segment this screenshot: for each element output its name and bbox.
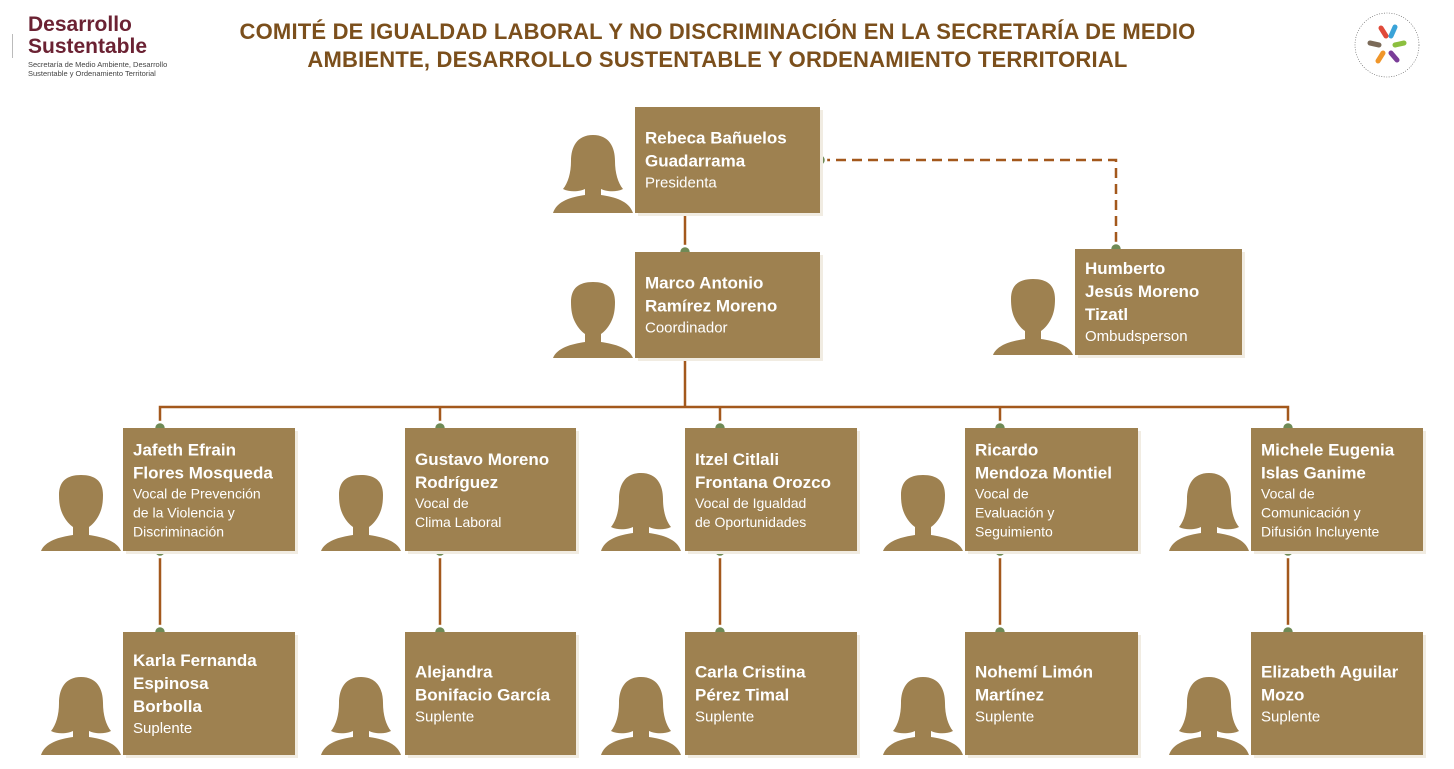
member-role: Suplente bbox=[1261, 708, 1321, 725]
member-name: Elizabeth Aguilar Mozo bbox=[1261, 662, 1399, 704]
member-role: Vocal de Comunicación y Difusión Incluye… bbox=[1261, 485, 1380, 539]
member-role: Coordinador bbox=[645, 319, 728, 337]
person-avatar-icon bbox=[1169, 677, 1249, 755]
member-card-suplentes-4: Elizabeth Aguilar Mozo Suplente bbox=[1251, 632, 1423, 755]
norma-igualdad-seal-icon bbox=[1354, 12, 1420, 78]
person-avatar-icon bbox=[321, 475, 401, 551]
member-role: Suplente bbox=[415, 708, 475, 725]
person-avatar-icon bbox=[41, 677, 121, 755]
member-name: Nohemí Limón Martínez bbox=[975, 662, 1094, 704]
member-name: Rebeca Bañuelos Guadarrama bbox=[645, 128, 787, 171]
member-card-presidenta: Rebeca Bañuelos Guadarrama Presidenta bbox=[635, 107, 820, 213]
member-name: Michele Eugenia Islas Ganime bbox=[1261, 440, 1395, 482]
member-card-suplentes-2: Carla Cristina Pérez Timal Suplente bbox=[685, 632, 857, 755]
logo-subtitle: Secretaría de Medio Ambiente, Desarrollo… bbox=[28, 60, 168, 78]
person-avatar-icon bbox=[1169, 473, 1249, 551]
member-card-suplentes-1: Alejandra Bonifacio García Suplente bbox=[405, 632, 576, 755]
member-name: Jafeth Efrain Flores Mosqueda bbox=[133, 440, 273, 482]
person-avatar-icon bbox=[601, 473, 681, 551]
member-role: Suplente bbox=[695, 708, 755, 725]
person-avatar-icon bbox=[41, 475, 121, 551]
member-name: Marco Antonio Ramírez Moreno bbox=[645, 273, 778, 316]
member-card-coordinador: Marco Antonio Ramírez Moreno Coordinador bbox=[635, 252, 820, 358]
logo-title: Desarrollo Sustentable bbox=[28, 13, 148, 58]
logo-divider bbox=[12, 34, 13, 58]
member-card-vocales-4: Michele Eugenia Islas Ganime Vocal de Co… bbox=[1251, 428, 1423, 551]
connector-vocales-suplentes bbox=[158, 551, 1290, 632]
connector-presidenta-ombudsperson bbox=[820, 158, 1118, 249]
member-name: Gustavo Moreno Rodríguez bbox=[415, 449, 550, 492]
member-card-vocales-0: Jafeth Efrain Flores Mosqueda Vocal de P… bbox=[123, 428, 295, 551]
person-avatar-icon bbox=[883, 677, 963, 755]
member-name: Alejandra Bonifacio García bbox=[415, 662, 551, 704]
person-avatar-icon bbox=[883, 475, 963, 551]
member-card-vocales-1: Gustavo Moreno Rodríguez Vocal de Clima … bbox=[405, 428, 576, 551]
person-avatar-icon bbox=[321, 677, 401, 755]
member-card-vocales-2: Itzel Citlali Frontana Orozco Vocal de I… bbox=[685, 428, 857, 551]
member-role: Vocal de Prevención de la Violencia y Di… bbox=[133, 485, 261, 539]
member-name: Carla Cristina Pérez Timal bbox=[695, 662, 806, 704]
sedesu-logo: Desarrollo Sustentable Secretaría de Med… bbox=[28, 13, 188, 79]
person-avatar-icon bbox=[553, 282, 633, 358]
member-role: Vocal de Evaluación y Seguimiento bbox=[975, 485, 1055, 539]
member-role: Vocal de Igualdad de Oportunidades bbox=[695, 494, 807, 530]
member-role: Suplente bbox=[133, 719, 193, 737]
member-role: Presidenta bbox=[645, 174, 717, 192]
member-name: Itzel Citlali Frontana Orozco bbox=[695, 449, 832, 492]
person-avatar-icon bbox=[993, 279, 1073, 355]
member-name: Humberto Jesús Moreno Tizatl bbox=[1085, 259, 1200, 324]
member-card-ombudsperson: Humberto Jesús Moreno Tizatl Ombudsperso… bbox=[1075, 249, 1242, 355]
page-title: COMITÉ DE IGUALDAD LABORAL Y NO DISCRIMI… bbox=[239, 19, 1196, 72]
person-avatar-icon bbox=[553, 135, 633, 213]
connector-coordinador-vocales bbox=[158, 358, 1290, 428]
member-card-vocales-3: Ricardo Mendoza Montiel Vocal de Evaluac… bbox=[965, 428, 1138, 551]
member-card-suplentes-0: Karla Fernanda Espinosa Borbolla Suplent… bbox=[123, 632, 295, 755]
member-role: Suplente bbox=[975, 708, 1035, 725]
member-name: Ricardo Mendoza Montiel bbox=[975, 440, 1112, 482]
member-role: Vocal de Clima Laboral bbox=[415, 494, 502, 530]
person-avatar-icon bbox=[601, 677, 681, 755]
member-name: Karla Fernanda Espinosa Borbolla bbox=[133, 650, 257, 716]
member-role: Ombudsperson bbox=[1085, 328, 1188, 345]
member-card-suplentes-3: Nohemí Limón Martínez Suplente bbox=[965, 632, 1138, 755]
